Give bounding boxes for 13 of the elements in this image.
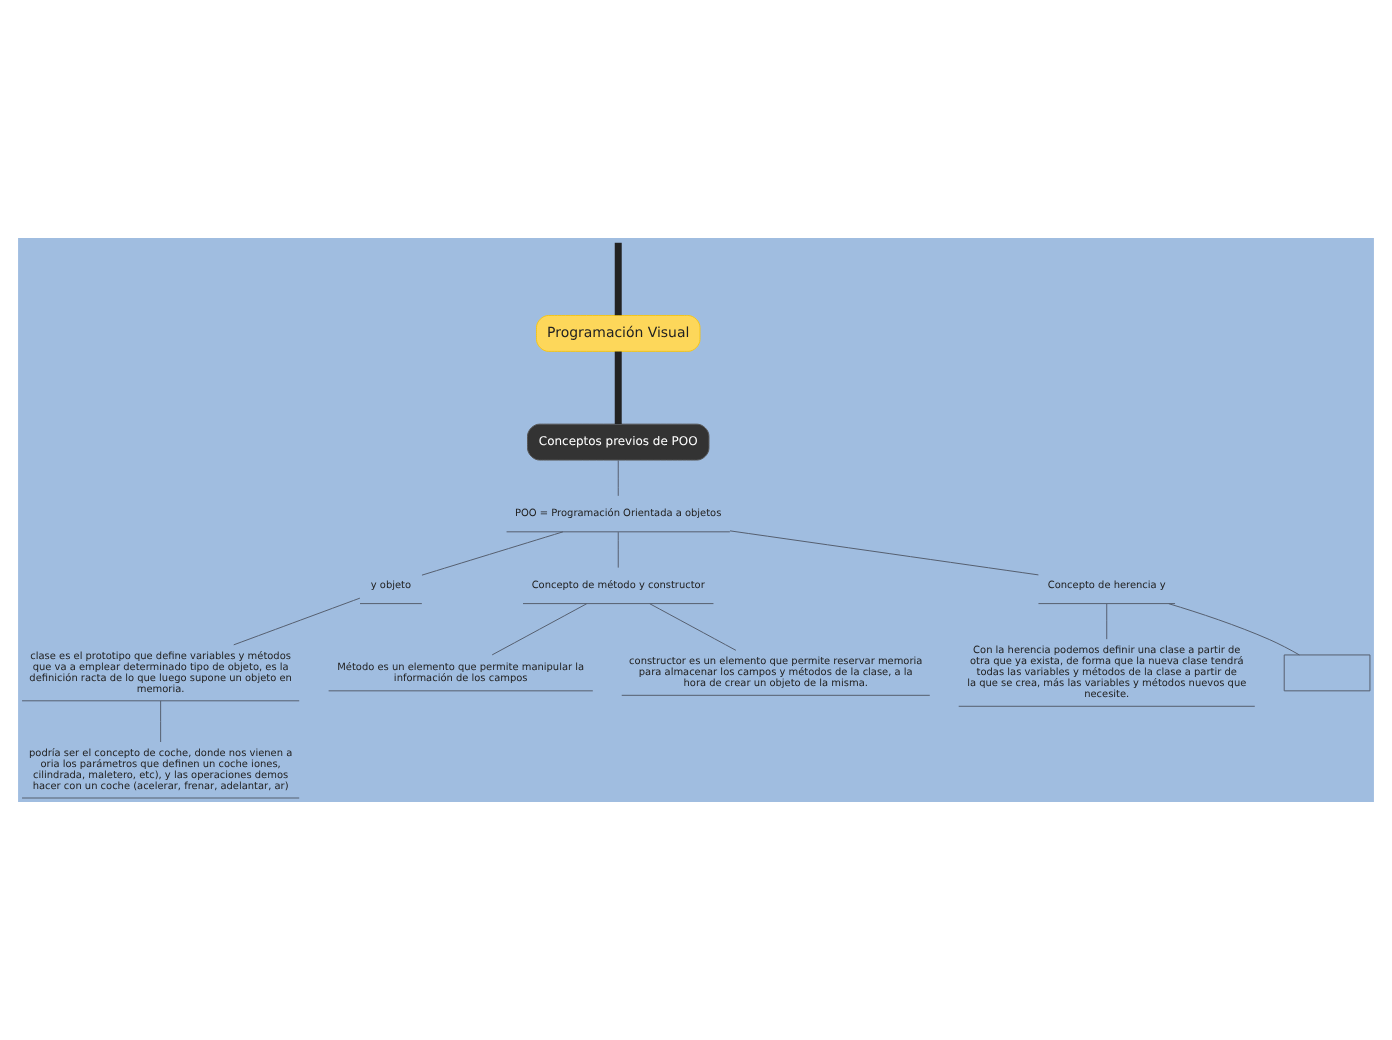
connector: [649, 603, 737, 651]
connector: [233, 597, 361, 646]
connector: [491, 603, 588, 656]
connector: [614, 242, 622, 316]
connector: [729, 530, 1039, 576]
connector: [617, 531, 619, 569]
connector: [160, 700, 162, 743]
connector: [1168, 603, 1300, 656]
connector: [617, 459, 619, 497]
connector: [421, 531, 564, 576]
connector: [614, 351, 622, 424]
connector: [1106, 603, 1108, 640]
node-box: [1283, 654, 1371, 692]
